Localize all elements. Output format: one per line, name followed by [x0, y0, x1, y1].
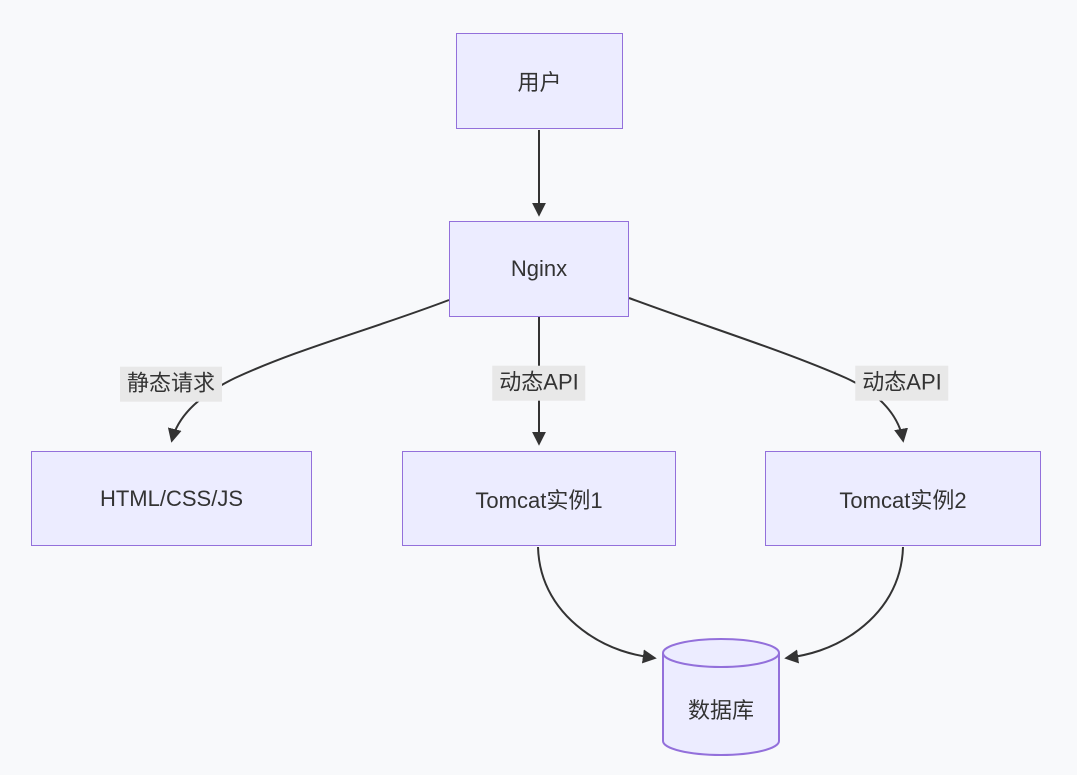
edge-nginx-to-tomcat2: [628, 297, 908, 443]
node-tomcat2: Tomcat实例2: [765, 451, 1041, 546]
edge-tomcat2-to-db: [784, 546, 904, 664]
node-nginx-label: Nginx: [510, 256, 568, 281]
edge-nginx-to-static: [167, 299, 450, 443]
node-html-css-js: HTML/CSS/JS: [31, 451, 312, 546]
edge-tomcat1-to-db: [537, 546, 657, 664]
node-tomcat1-label: Tomcat实例1: [475, 487, 603, 513]
edge-label-dynamic-api-1: 动态API: [492, 365, 586, 401]
edge-label-static-request: 静态请求: [119, 366, 223, 402]
node-tomcat2-label: Tomcat实例2: [839, 487, 967, 513]
node-nginx: Nginx: [449, 221, 629, 317]
node-user: 用户: [456, 33, 623, 129]
node-user-label: 用户: [517, 70, 562, 95]
edge-label-dynamic-api-2: 动态API: [855, 365, 949, 401]
node-tomcat1: Tomcat实例1: [402, 451, 676, 546]
node-html-css-js-label: HTML/CSS/JS: [99, 485, 244, 511]
node-database-label: 数据库: [687, 698, 755, 723]
database-cylinder-shape: [662, 638, 780, 756]
